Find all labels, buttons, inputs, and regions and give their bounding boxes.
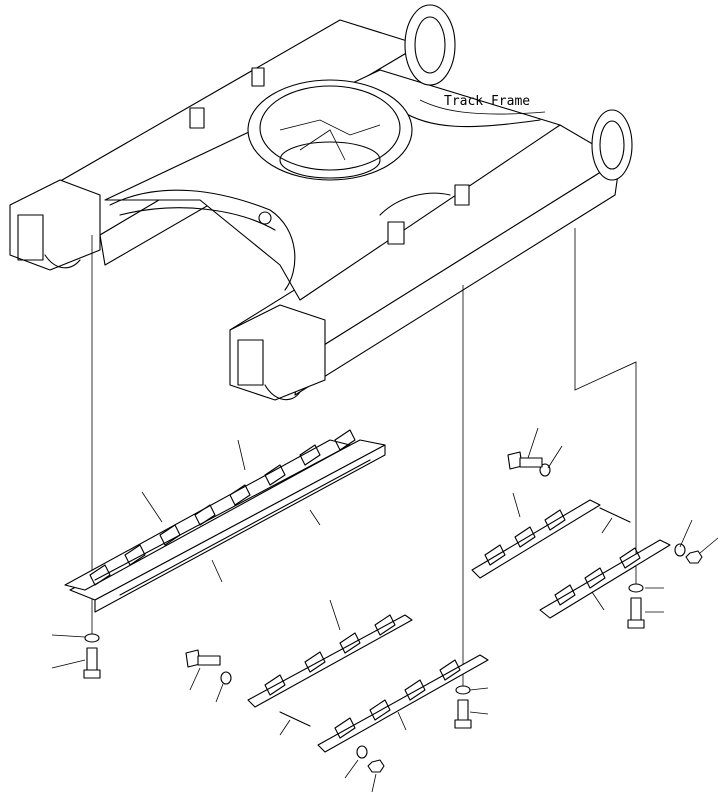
left-lower-track-guard xyxy=(247,614,413,708)
nut xyxy=(367,759,385,773)
track-frame xyxy=(9,4,633,401)
washer xyxy=(674,543,686,557)
frame-label: Track Frame xyxy=(444,94,530,109)
washer xyxy=(455,685,471,695)
nut xyxy=(685,550,703,564)
washer xyxy=(84,633,100,643)
right-lower-track-guard xyxy=(317,654,489,753)
washer xyxy=(628,583,644,593)
frame-label-leader xyxy=(419,99,546,115)
callout-leaders xyxy=(51,427,719,793)
left-track-guard-assembly xyxy=(64,429,386,613)
washer xyxy=(356,745,368,759)
fasteners xyxy=(83,451,703,773)
front-right-track-guard xyxy=(471,499,601,579)
washer xyxy=(220,671,232,685)
rear-right-track-guard xyxy=(539,539,671,619)
